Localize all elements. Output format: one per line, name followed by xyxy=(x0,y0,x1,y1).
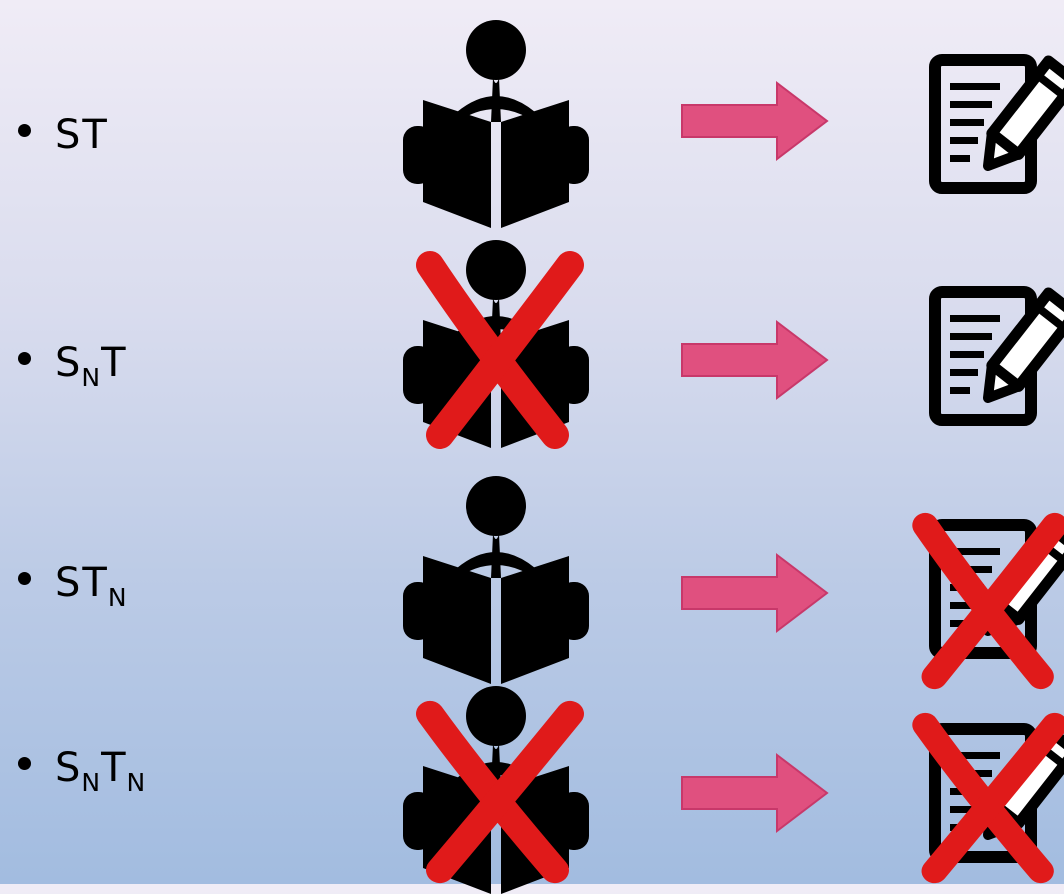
label-main: S xyxy=(55,340,81,386)
bullet-icon xyxy=(18,572,31,585)
label-sub: N xyxy=(81,768,101,797)
label-sub2: N xyxy=(107,583,127,612)
right-arrow-icon xyxy=(681,754,828,832)
label-main: S xyxy=(55,560,81,606)
red-x-cross-icon xyxy=(916,712,1064,884)
label-sub: N xyxy=(81,363,101,392)
bullet-icon xyxy=(18,757,31,770)
document-with-pen-icon xyxy=(928,285,1064,427)
bullet-icon xyxy=(18,124,31,137)
label-main: S xyxy=(55,745,81,791)
red-x-cross-icon xyxy=(420,250,580,450)
label-main2: T xyxy=(101,340,126,386)
red-x-cross-icon xyxy=(420,700,580,884)
right-arrow-icon xyxy=(681,321,828,399)
bullet-icon xyxy=(18,352,31,365)
label-main2: T xyxy=(82,560,107,606)
person-reading-book-icon xyxy=(403,476,589,684)
label-main2: T xyxy=(82,112,107,158)
label-main2: T xyxy=(101,745,126,791)
red-x-cross-icon xyxy=(916,512,1064,690)
label-sub2: N xyxy=(126,768,146,797)
label-main: S xyxy=(55,112,81,158)
right-arrow-icon xyxy=(681,554,828,632)
